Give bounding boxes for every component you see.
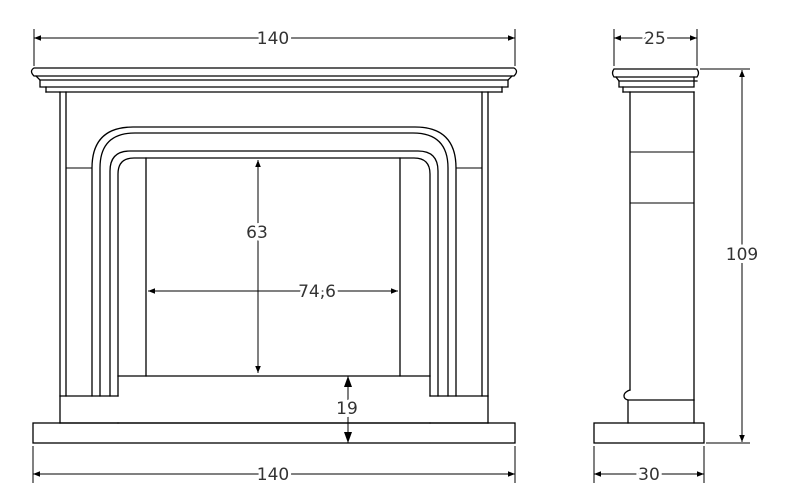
dim-label-front-bottom: 140: [257, 465, 289, 485]
dimension-lines: [32, 29, 750, 483]
surround-frame: [59, 91, 489, 424]
dim-label-side-height: 109: [726, 245, 758, 265]
side-hearth: [593, 422, 705, 444]
dim-label-side-base: 30: [638, 465, 660, 485]
hearth: [32, 422, 516, 444]
front-view: [30, 67, 518, 444]
dim-label-opening-height: 63: [246, 223, 268, 243]
dim-label-opening-width: 74,6: [298, 282, 336, 302]
dim-label-side-top: 25: [644, 29, 666, 49]
arch-moulding: [91, 126, 457, 397]
dimension-labels: 140 140 63 74,6 19 25 109 30: [243, 26, 761, 488]
dim-label-front-top: 140: [257, 29, 289, 49]
side-view: [593, 68, 705, 444]
dim-label-hearth-height: 19: [336, 399, 358, 419]
mantel-shelf: [30, 67, 518, 93]
